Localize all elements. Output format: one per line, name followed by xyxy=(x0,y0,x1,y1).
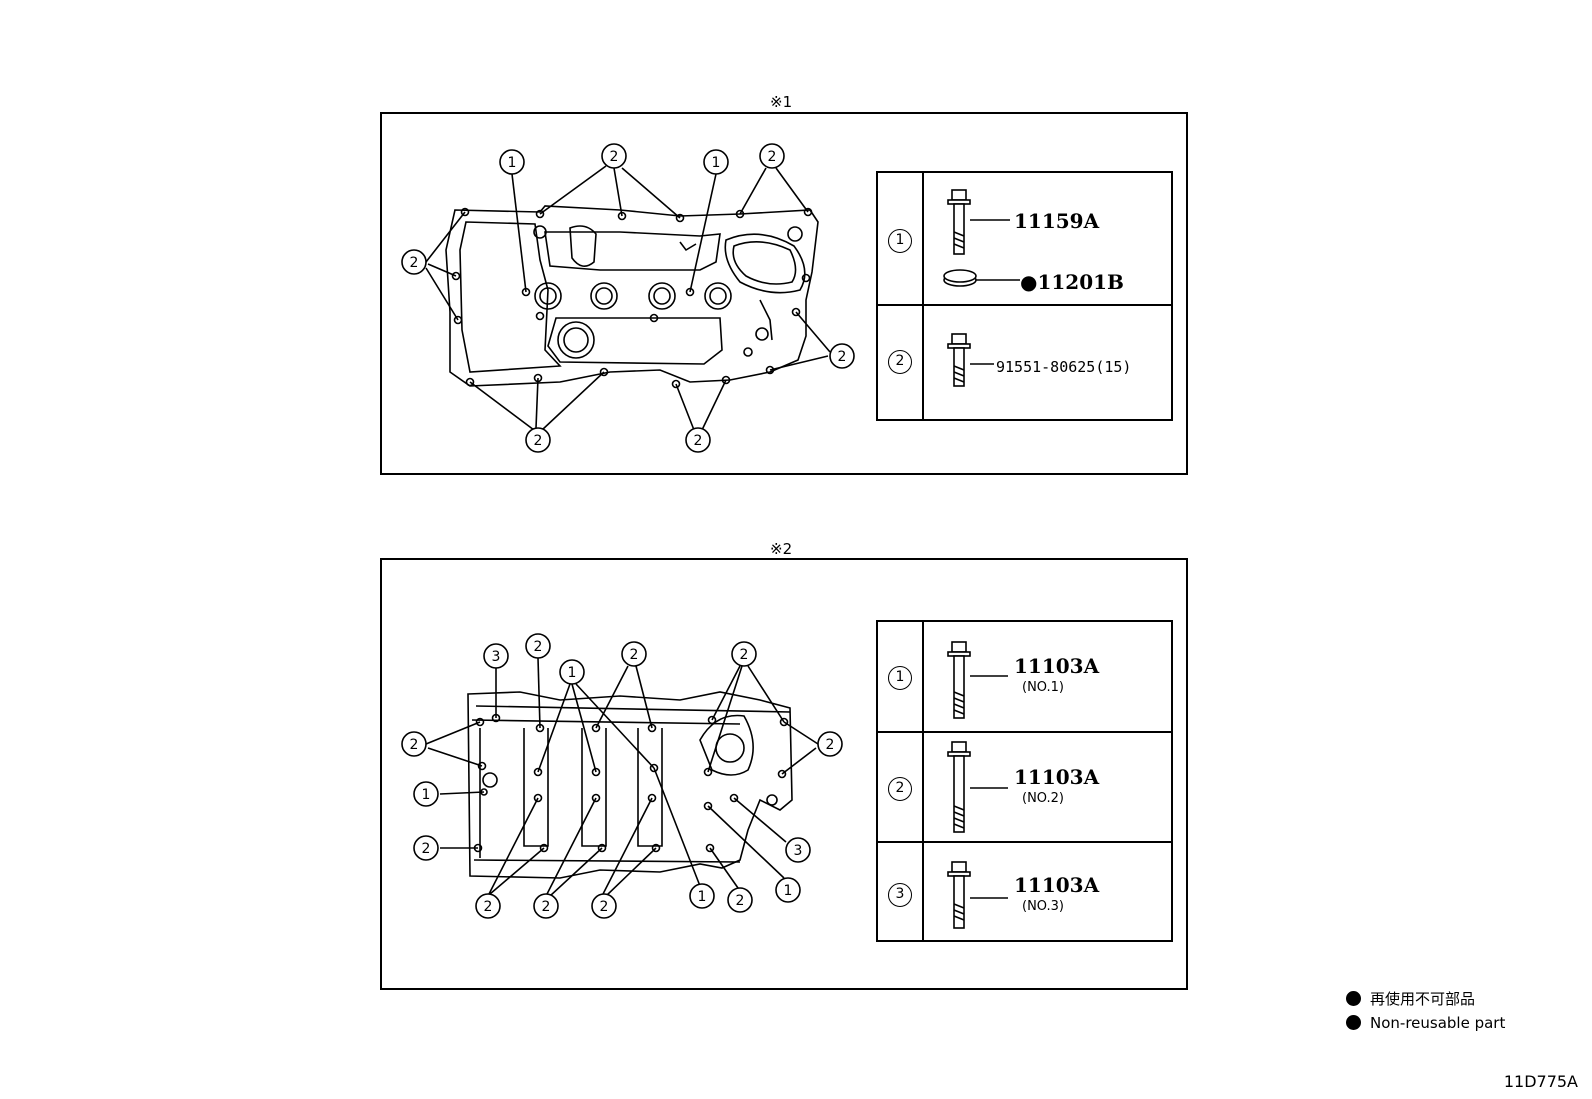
callout-2: 2 xyxy=(410,737,419,753)
callout-2: 2 xyxy=(694,433,703,449)
part-code: 11103A xyxy=(1014,654,1100,678)
callout-2: 2 xyxy=(534,639,543,655)
panel-2 xyxy=(380,558,1188,990)
callout-2: 2 xyxy=(740,647,749,663)
non-reusable-dot-icon xyxy=(1346,991,1361,1006)
part-number-badge: 3 xyxy=(888,883,912,907)
part-number-badge: 2 xyxy=(888,350,912,374)
part-number-badge: 1 xyxy=(888,666,912,690)
callout-1: 1 xyxy=(784,883,793,899)
callout-2: 2 xyxy=(768,149,777,165)
callout-2: 2 xyxy=(610,149,619,165)
callout-2: 2 xyxy=(410,255,419,271)
part-code: 11159A xyxy=(1014,209,1100,233)
callout-2: 2 xyxy=(600,899,609,915)
callout-2: 2 xyxy=(838,349,847,365)
callout-2: 2 xyxy=(534,433,543,449)
callout-2: 2 xyxy=(736,893,745,909)
part-sub-label: (NO.2) xyxy=(1022,791,1064,806)
part-row-1: 1 11103A (NO.1) xyxy=(878,622,1171,732)
legend-en-label: Non-reusable part xyxy=(1370,1014,1506,1032)
callout-1: 1 xyxy=(698,889,707,905)
part-row-3: 3 11103A (NO.3) xyxy=(878,841,1171,942)
panel-1 xyxy=(380,112,1188,475)
callout-1: 1 xyxy=(422,787,431,803)
part-row-2: 2 91551-80625(15) xyxy=(878,304,1171,421)
part-sub-label: (NO.3) xyxy=(1022,899,1064,914)
washer-part-code: ●11201B xyxy=(1020,270,1124,294)
callout-2: 2 xyxy=(826,737,835,753)
legend-japanese: 再使用不可部品 xyxy=(1346,988,1475,1009)
part-number-badge: 1 xyxy=(888,229,912,253)
legend-english: Non-reusable part xyxy=(1346,1014,1505,1032)
figure-id: 11D775A xyxy=(1503,1072,1578,1091)
callout-1: 1 xyxy=(568,665,577,681)
part-row-2: 2 11103A (NO.2) xyxy=(878,731,1171,842)
part-code: 11103A xyxy=(1014,765,1100,789)
part-number-badge: 2 xyxy=(888,777,912,801)
panel-2-mark: ※2 xyxy=(770,540,793,558)
panel-1-parts-table: 1 11159A ●11201B 2 91551-80625(15) xyxy=(876,171,1173,421)
callout-2: 2 xyxy=(484,899,493,915)
legend-jp-label: 再使用不可部品 xyxy=(1370,990,1476,1008)
bolt-icons xyxy=(943,189,977,929)
callout-3: 3 xyxy=(492,649,501,665)
callout-1: 1 xyxy=(508,155,517,171)
callout-2: 2 xyxy=(542,899,551,915)
part-sub-label: (NO.1) xyxy=(1022,680,1064,695)
callout-2: 2 xyxy=(630,647,639,663)
part-row-1: 1 11159A ●11201B xyxy=(878,173,1171,305)
panel-2-parts-table: 1 11103A (NO.1) 2 11103A (NO.2) 3 11103A… xyxy=(876,620,1173,942)
panel-1-mark: ※1 xyxy=(770,93,793,111)
callout-3: 3 xyxy=(794,843,803,859)
part-code: 91551-80625(15) xyxy=(996,358,1132,376)
callout-1: 1 xyxy=(712,155,721,171)
callout-2: 2 xyxy=(422,841,431,857)
part-code: 11103A xyxy=(1014,873,1100,897)
non-reusable-dot-icon xyxy=(1346,1015,1361,1030)
